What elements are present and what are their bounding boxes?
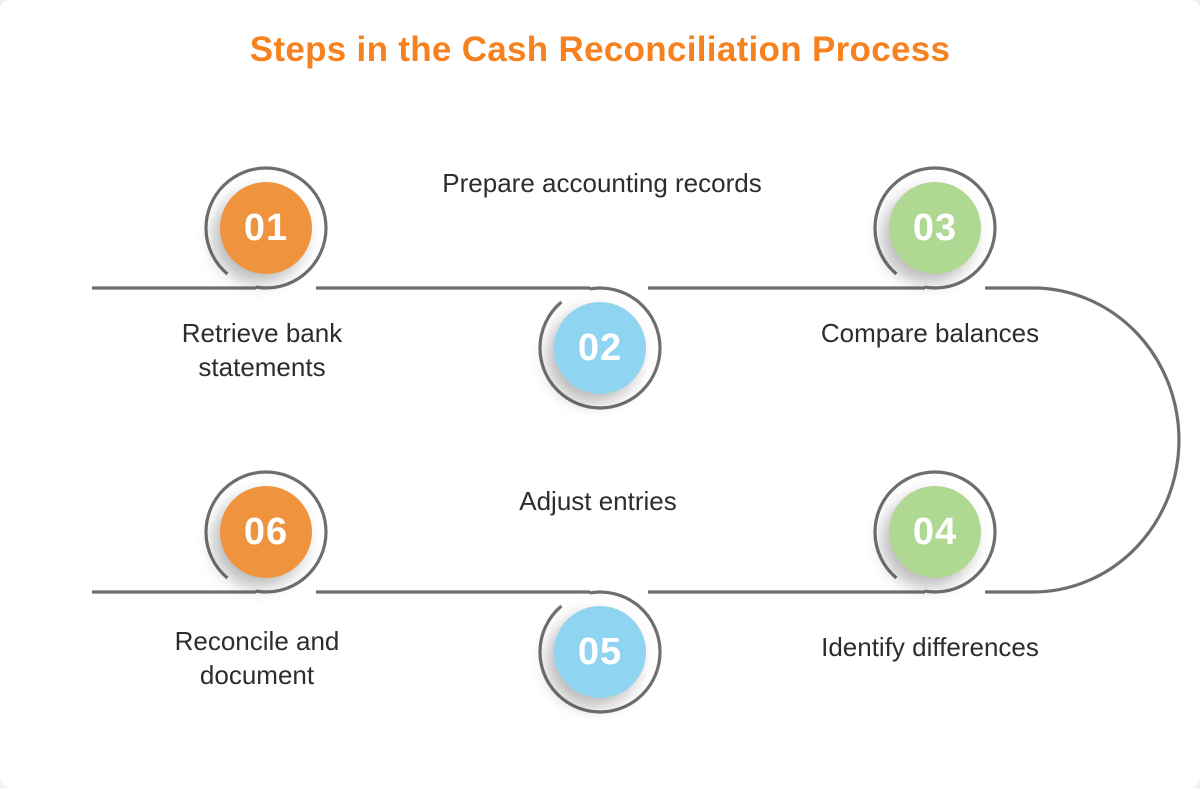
step-05-badge: 05 (554, 606, 646, 698)
step-02-label: Prepare accounting records (442, 168, 762, 198)
step-03-badge: 03 (889, 182, 981, 274)
step-01-badge: 01 (220, 182, 312, 274)
step-03-label: Compare balances (820, 318, 1040, 348)
flow-loop-step4 (873, 470, 997, 594)
step-05-label: Adjust entries (519, 486, 677, 516)
flow-loop-step2 (538, 286, 662, 410)
flow-loop-step6 (204, 470, 328, 594)
page-title: Steps in the Cash Reconciliation Process (249, 30, 951, 69)
flow-loop-step1 (204, 166, 328, 290)
step-06-badge: 06 (220, 486, 312, 578)
flow-loop-step5 (538, 590, 662, 714)
step-01-label: Retrieve bank statements (181, 318, 343, 382)
step-06-label: Reconcile and document (174, 626, 340, 690)
step-04-label: Identify differences (821, 632, 1039, 662)
step-02-badge: 02 (554, 302, 646, 394)
flow-loop-step3 (873, 166, 997, 290)
step-04-badge: 04 (889, 486, 981, 578)
flow-u-turn (985, 286, 1181, 594)
